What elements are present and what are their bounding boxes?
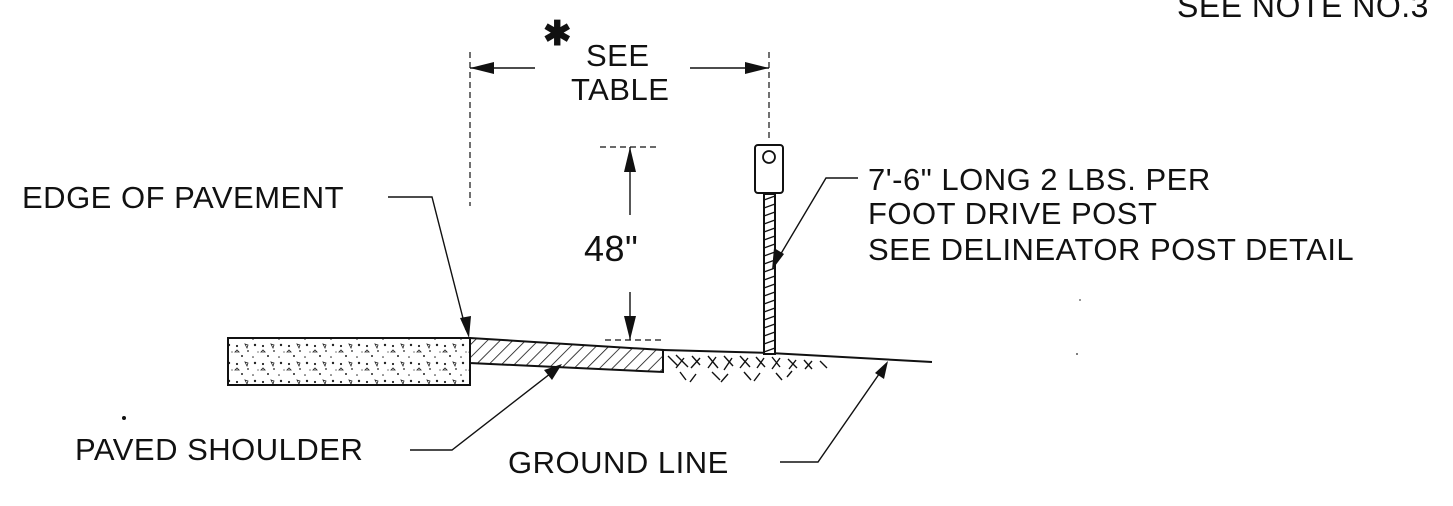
height-arrow-top xyxy=(624,147,636,172)
leader-edge-of-pavement xyxy=(388,196,467,331)
height-dimension-label: 48" xyxy=(584,228,639,269)
leader-ground-line xyxy=(780,366,885,463)
paved-shoulder-label: PAVED SHOULDER xyxy=(75,432,364,467)
header-note: SEE NOTE NO.3 xyxy=(1177,0,1429,24)
dimension-see-label: SEE xyxy=(586,38,650,73)
delineator-reflector xyxy=(754,144,784,194)
earth-hatch xyxy=(667,354,828,383)
ground-line-label: GROUND LINE xyxy=(508,445,729,480)
post-callout-line2: FOOT DRIVE POST xyxy=(868,196,1158,231)
dim-arrow-right xyxy=(745,62,769,74)
leader-drive-post xyxy=(775,177,858,263)
leader-paved-shoulder xyxy=(410,369,556,451)
height-arrow-bottom xyxy=(624,316,636,340)
dim-arrow-left xyxy=(470,62,494,74)
scan-speck xyxy=(122,416,126,420)
paved-shoulder-section xyxy=(469,336,664,374)
pavement-slab xyxy=(227,337,471,386)
dimension-asterisk: ✱ xyxy=(543,15,572,53)
ground-surface-line xyxy=(662,349,933,363)
scan-speck xyxy=(1079,299,1081,301)
dimension-table-label: TABLE xyxy=(571,72,670,107)
scan-speck xyxy=(1076,353,1078,355)
drive-post xyxy=(763,193,776,355)
post-callout-line1: 7'-6" LONG 2 LBS. PER xyxy=(868,162,1211,197)
post-callout-line3: SEE DELINEATOR POST DETAIL xyxy=(868,232,1355,267)
edge-of-pavement-label: EDGE OF PAVEMENT xyxy=(22,180,345,215)
